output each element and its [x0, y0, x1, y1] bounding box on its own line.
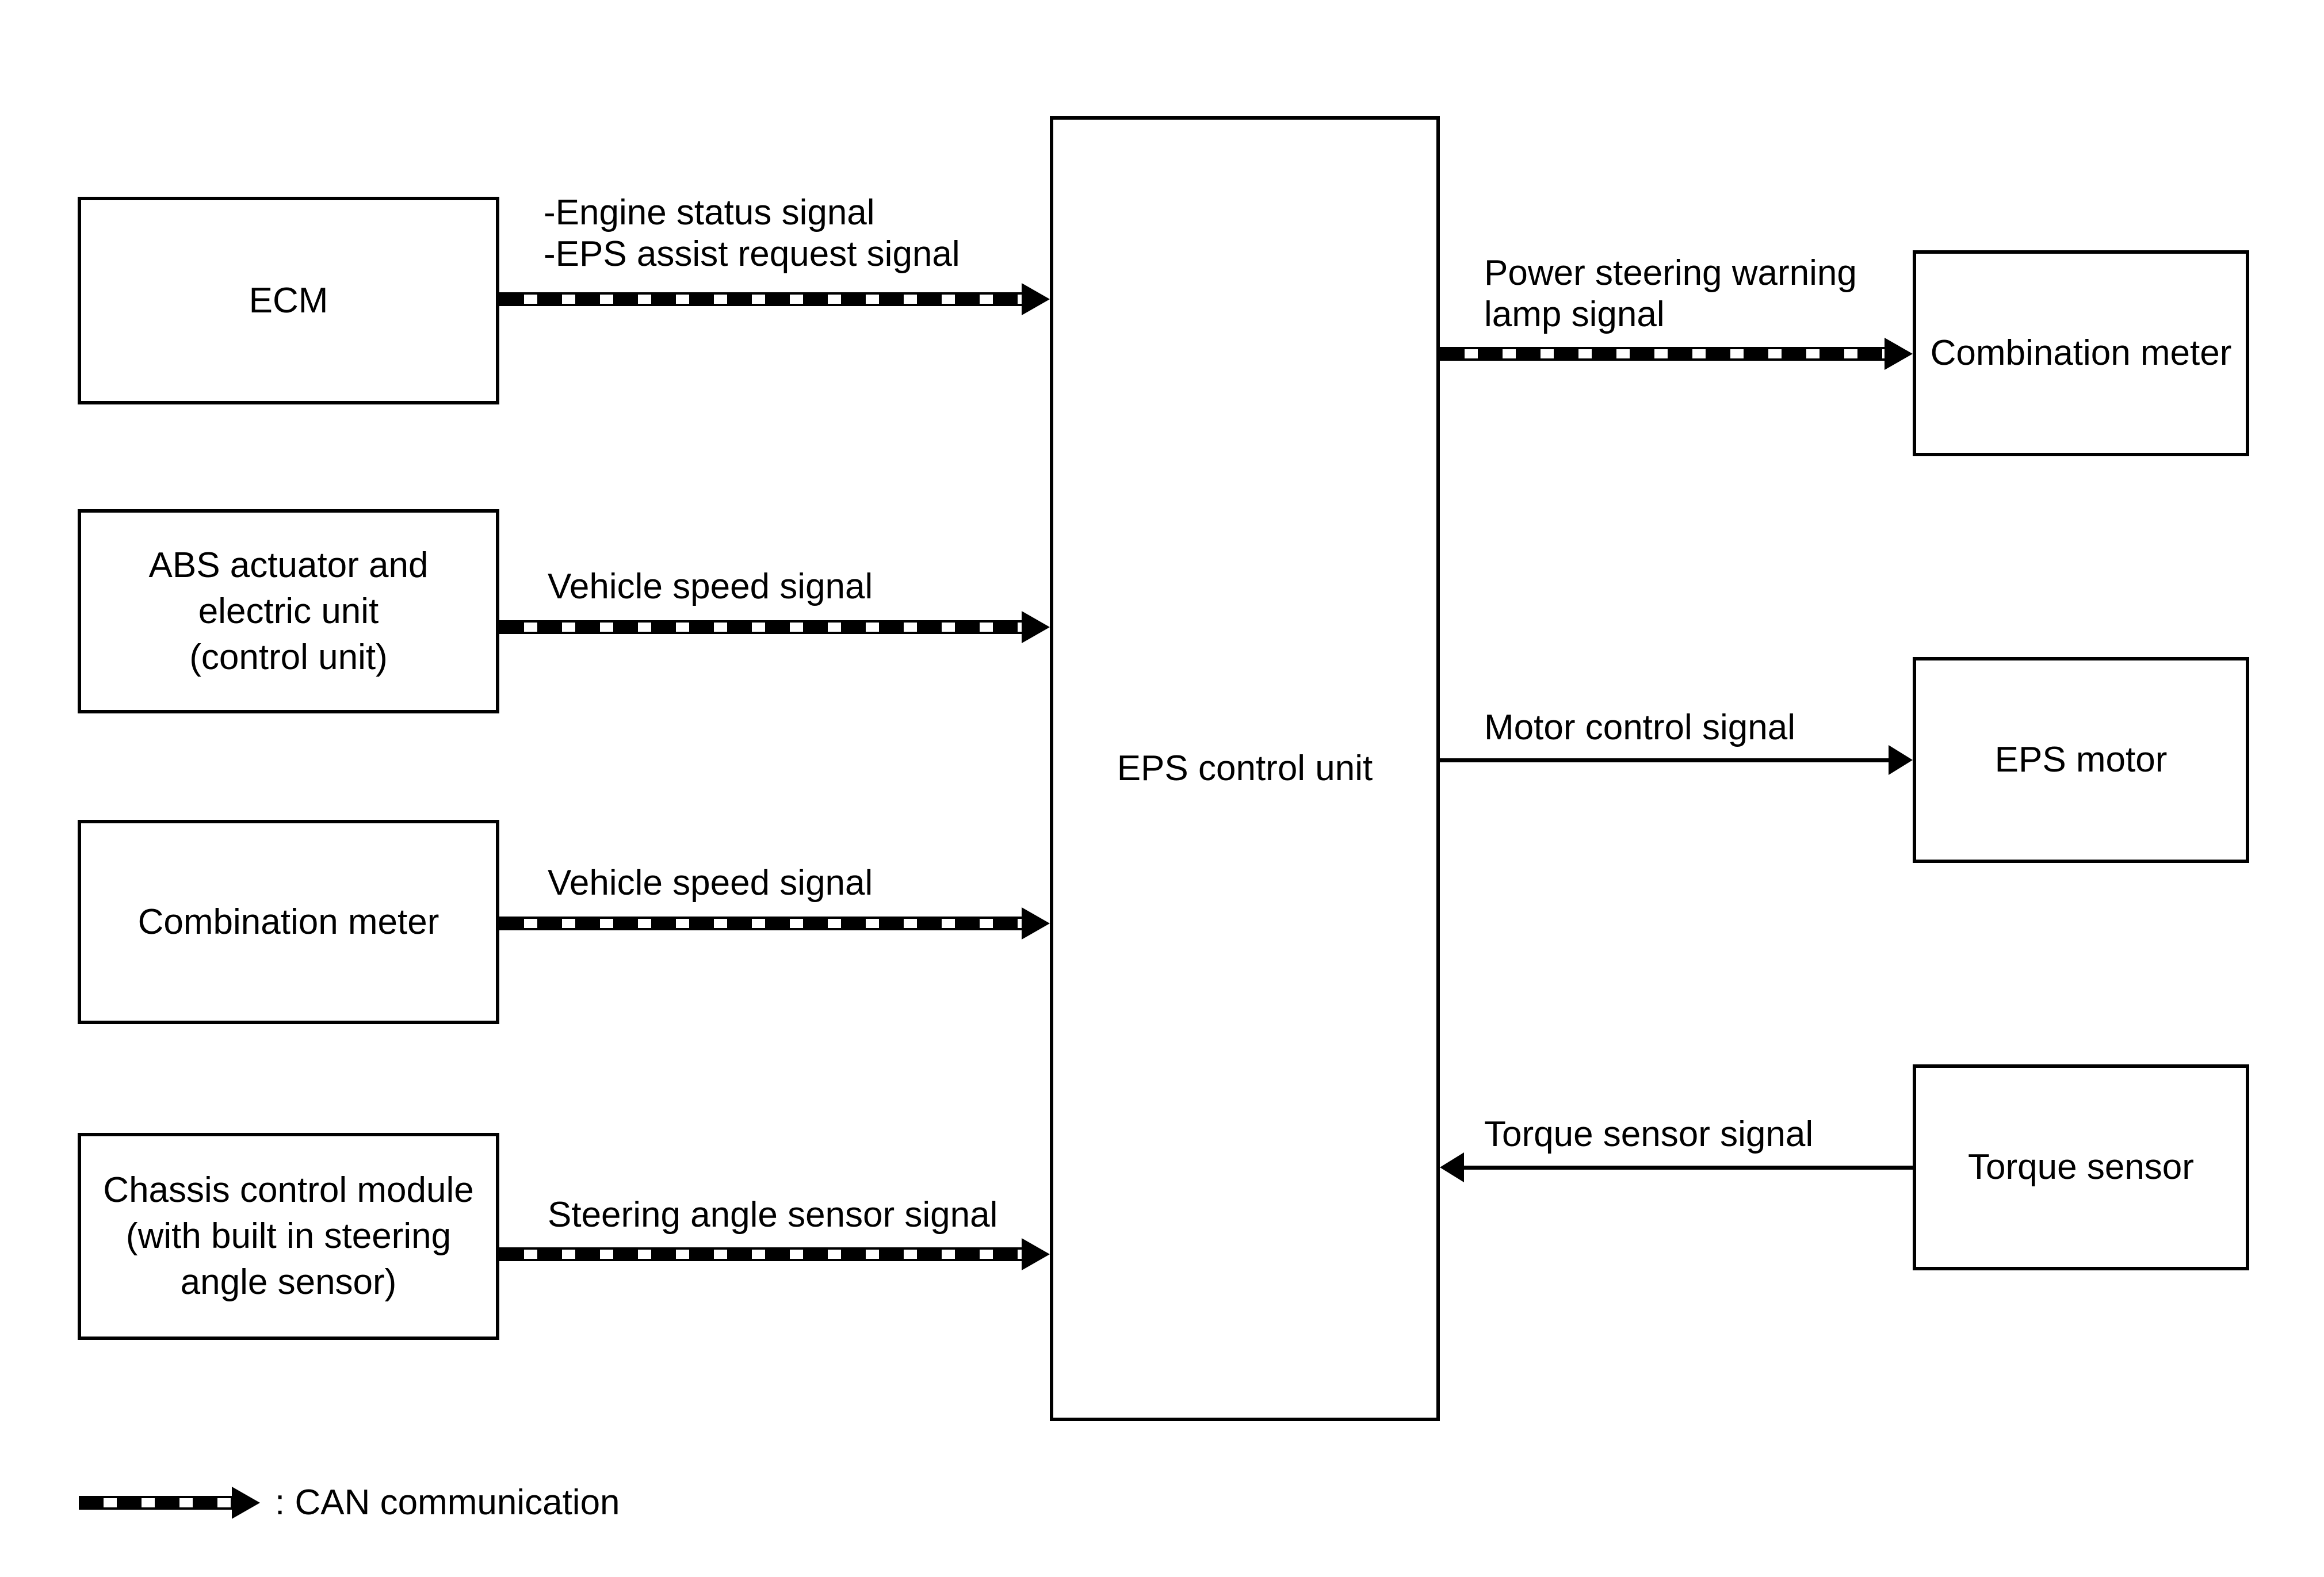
arrow-eps-to-motor [1440, 745, 1913, 775]
box-eps-control-unit-label: EPS control unit [1117, 749, 1373, 788]
can-arrow-tail [499, 917, 1022, 930]
box-eps-motor-label: EPS motor [1994, 740, 2168, 780]
label-vehicle-speed-signal-meter: Vehicle speed signal [548, 863, 873, 903]
arrowhead-right-icon [1022, 283, 1050, 315]
box-combination-meter-left: Combination meter [78, 820, 499, 1024]
label-torque-sensor-signal: Torque sensor signal [1484, 1114, 1814, 1154]
arrow-torque-to-eps [1440, 1152, 1913, 1182]
can-arrow-tail [1440, 347, 1885, 361]
arrowhead-right-icon [1885, 338, 1913, 370]
can-arrow-tail [499, 620, 1022, 634]
box-ecm: ECM [78, 197, 499, 404]
box-torque-sensor: Torque sensor [1913, 1064, 2249, 1270]
box-abs-line-2: electric unit [198, 591, 379, 631]
label-eps-assist-request-signal: -EPS assist request signal [544, 234, 960, 274]
box-eps-motor: EPS motor [1913, 657, 2249, 863]
can-arrow-dashes [499, 1250, 1022, 1259]
box-abs-actuator: ABS actuator and electric unit (control … [78, 509, 499, 713]
box-torque-sensor-label: Torque sensor [1968, 1147, 2194, 1187]
can-arrow-tail [79, 1496, 232, 1510]
box-chassis-line-1: Chassis control module [103, 1170, 474, 1210]
can-arrow-dashes [79, 1498, 232, 1507]
can-arrow-eps-to-meter [1440, 338, 1913, 370]
box-combination-meter-left-label: Combination meter [137, 902, 439, 942]
can-arrow-dashes [1440, 349, 1885, 358]
arrow-tail [1440, 758, 1889, 762]
label-steering-angle-sensor-signal: Steering angle sensor signal [548, 1195, 998, 1235]
label-vehicle-speed-signal-abs: Vehicle speed signal [548, 567, 873, 606]
can-arrow-meter-to-eps [499, 907, 1050, 940]
box-ecm-label: ECM [249, 280, 328, 320]
arrowhead-right-icon [1022, 907, 1050, 940]
legend-can-communication-label: : CAN communication [275, 1483, 620, 1522]
box-chassis-control-module: Chassis control module (with built in st… [78, 1133, 499, 1340]
box-combination-meter-right-label: Combination meter [1930, 333, 2232, 373]
label-engine-status-signal: -Engine status signal [544, 193, 875, 232]
box-combination-meter-right: Combination meter [1913, 250, 2249, 456]
box-chassis-line-2: (with built in steering [125, 1216, 452, 1256]
arrowhead-right-icon [1022, 1238, 1050, 1270]
label-ecm-signals: -Engine status signal -EPS assist reques… [544, 192, 960, 275]
legend-can-arrow-sample [79, 1487, 260, 1519]
can-arrow-ecm-to-eps [499, 283, 1050, 315]
can-arrow-dashes [499, 295, 1022, 304]
can-arrow-dashes [499, 919, 1022, 928]
arrowhead-left-icon [1440, 1152, 1464, 1182]
label-motor-control-signal: Motor control signal [1484, 708, 1796, 747]
can-arrow-tail [499, 292, 1022, 306]
label-power-steering-warning-lamp-signal: Power steering warning lamp signal [1484, 253, 1857, 334]
box-chassis-line-3: angle sensor) [180, 1262, 397, 1302]
box-abs-line-1: ABS actuator and [148, 545, 429, 585]
can-arrow-tail [499, 1247, 1022, 1261]
can-arrow-dashes [499, 623, 1022, 632]
arrowhead-right-icon [232, 1487, 260, 1519]
arrowhead-right-icon [1022, 611, 1050, 643]
can-arrow-chassis-to-eps [499, 1238, 1050, 1270]
can-arrow-abs-to-eps [499, 611, 1050, 643]
box-eps-control-unit: EPS control unit [1050, 116, 1440, 1421]
box-abs-line-3: (control unit) [189, 637, 388, 677]
arrow-tail [1464, 1165, 1913, 1170]
arrowhead-right-icon [1889, 745, 1913, 775]
